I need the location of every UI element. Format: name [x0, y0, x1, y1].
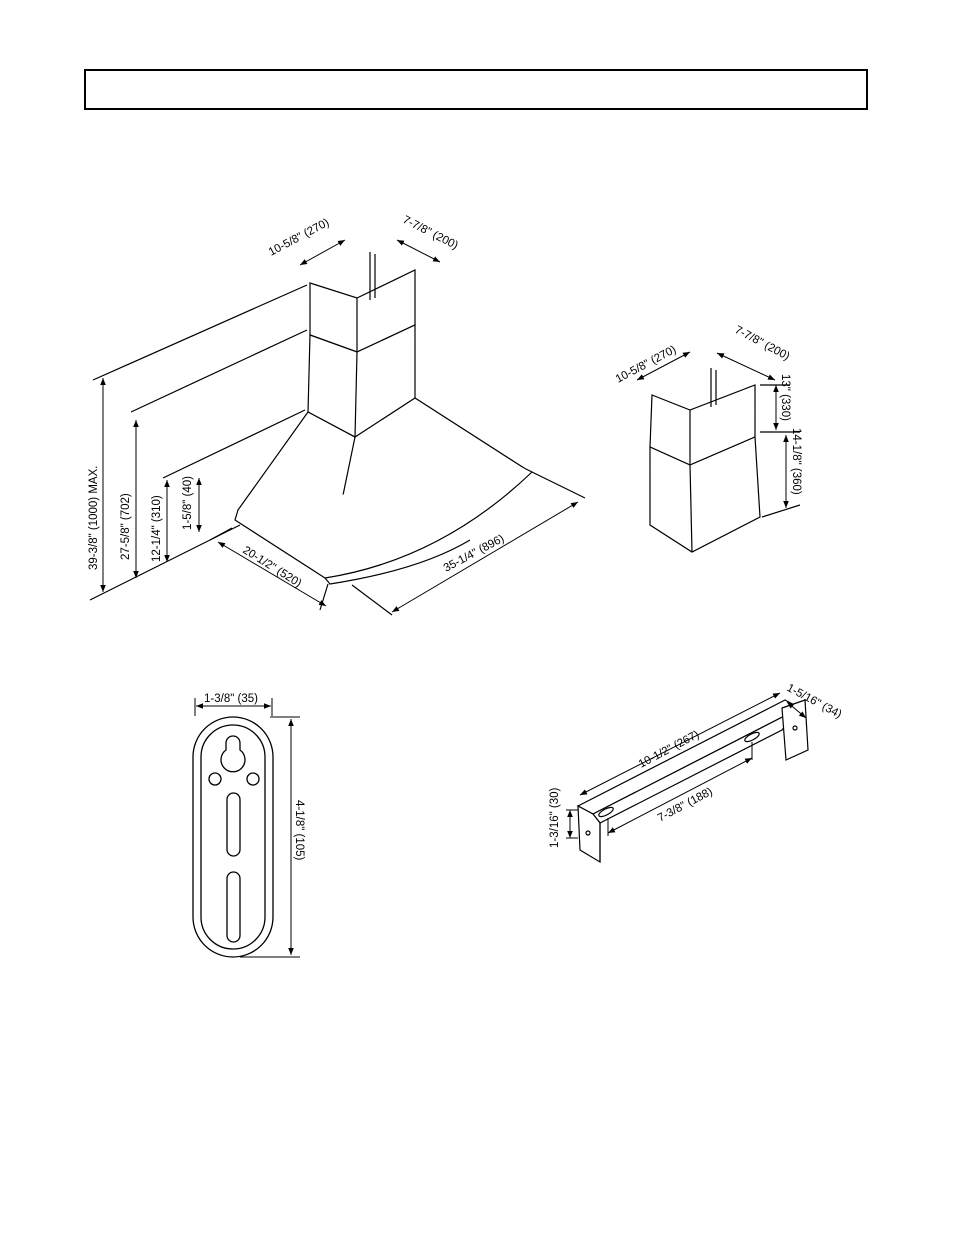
- screw-hole-left: [209, 773, 221, 785]
- plate-width-label: 1-3/8" (35): [204, 693, 258, 705]
- range-hood-drawing: [90, 252, 585, 615]
- chimney-upper-height-label: 13" (330): [779, 374, 791, 421]
- rail-hole-left: [586, 831, 590, 835]
- hood-height-310-label: 12-1/4" (310): [151, 495, 163, 562]
- wall-line-top: [93, 285, 307, 380]
- plate-height-label: 4-1/8" (105): [293, 800, 305, 861]
- rail-hole-right: [793, 726, 797, 730]
- rail-height-label: 1-3/16" (30): [549, 787, 561, 848]
- chimney-width-label: 10-5/8" (270): [614, 344, 679, 386]
- hood-height-40-label: 1-5/8" (40): [182, 476, 194, 530]
- hood-width-label: 35-1/4" (896): [442, 533, 507, 575]
- bracket-plate-drawing: [193, 717, 273, 957]
- hood-height-max-label: 39-3/8" (1000) MAX.: [88, 466, 100, 570]
- slot-lower: [227, 872, 240, 942]
- wall-line-mid: [131, 330, 307, 412]
- rail-slot-distance-label: 7-3/8" (188): [656, 786, 715, 825]
- screw-hole-right: [247, 773, 259, 785]
- hood-height-702-label: 27-5/8" (702): [120, 493, 132, 560]
- chimney-depth-label: 7-7/8" (200): [733, 324, 792, 363]
- chimney-lower-height-label: 14-1/8" (360): [790, 428, 802, 495]
- rail-bracket-drawing: [578, 700, 808, 862]
- slot-upper: [227, 793, 240, 856]
- chimney-drawing: [650, 368, 800, 552]
